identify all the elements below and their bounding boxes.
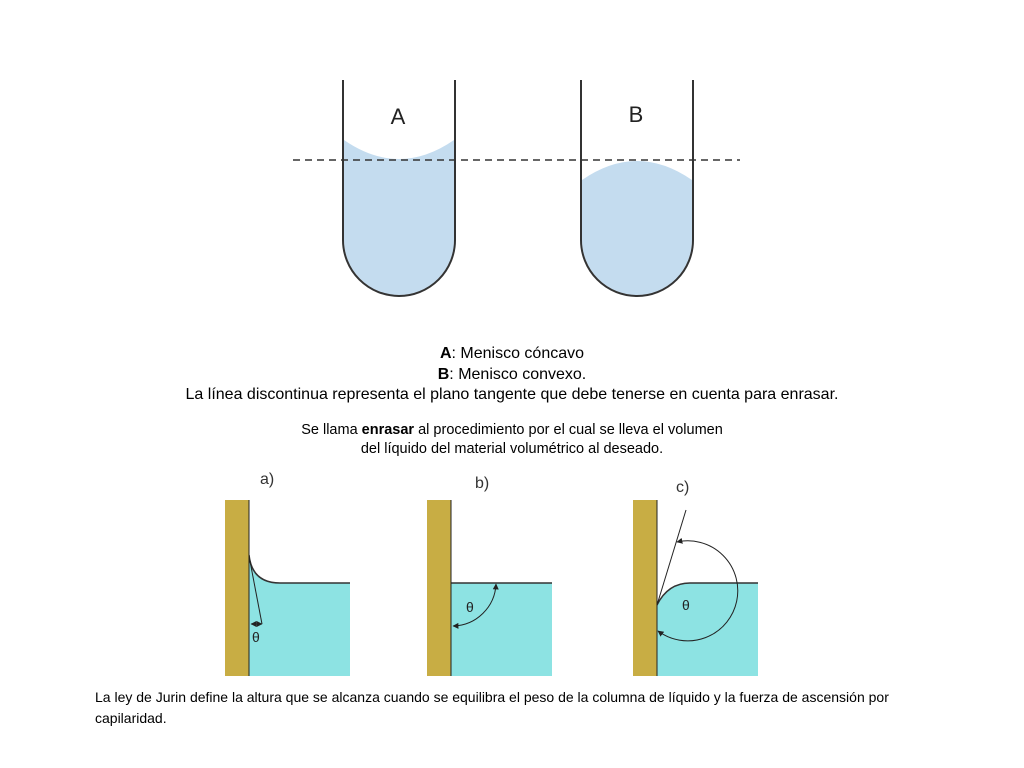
panel-a-theta: θ <box>252 629 260 645</box>
contact-angle-diagram: a) θ b) θ c) θ <box>225 471 758 676</box>
panel-c-label: c) <box>676 479 689 496</box>
panel-b-liquid <box>451 583 552 676</box>
panel-c-wall <box>633 500 657 676</box>
definition-line-2: del líquido del material volumétrico al … <box>360 441 664 457</box>
caption-b-text: : Menisco convexo. <box>449 366 587 383</box>
tube-b-liquid <box>582 161 692 295</box>
tube-a-liquid <box>344 140 454 295</box>
definition-part-1: Se llama <box>301 422 362 438</box>
panel-c-angle-arc <box>657 537 739 642</box>
caption-b-key: B <box>437 366 450 383</box>
panel-a-wall <box>225 500 249 676</box>
tube-b-outline <box>580 80 694 297</box>
tube-a-label: A <box>391 104 406 129</box>
panel-a-label: a) <box>260 471 274 488</box>
caption-a-text: : Menisco cóncavo <box>451 345 585 362</box>
panel-c-liquid <box>657 583 758 676</box>
panel-a: a) θ <box>225 471 350 676</box>
meniscus-tubes-diagram: A B <box>293 80 740 297</box>
definition-part-2: al procedimiento por el cual se lleva el… <box>414 422 723 438</box>
panel-b-wall <box>427 500 451 676</box>
panel-b-label: b) <box>475 475 489 492</box>
tube-b-label: B <box>629 102 644 127</box>
panel-c-theta: θ <box>682 597 690 613</box>
definition-line-1: Se llama enrasar al procedimiento por el… <box>0 421 1024 440</box>
definition-bold-term: enrasar <box>361 422 415 438</box>
panel-b: b) θ <box>427 475 552 676</box>
panel-c: c) θ <box>633 479 758 676</box>
caption-line-1: A: Menisco cóncavo <box>0 343 1024 364</box>
caption-a-key: A <box>439 345 452 362</box>
caption-line-3: La línea discontinua representa el plano… <box>185 386 839 403</box>
panel-a-surface <box>248 554 350 584</box>
jurin-law-text: La ley de Jurin define la altura que se … <box>95 689 889 726</box>
panel-a-liquid <box>249 555 350 676</box>
tube-a-outline <box>342 80 456 297</box>
panel-b-angle-arc <box>452 583 499 629</box>
caption-line-2: B: Menisco convexo. <box>0 364 1024 385</box>
panel-a-tangent <box>248 555 263 625</box>
panel-b-theta: θ <box>466 599 474 615</box>
